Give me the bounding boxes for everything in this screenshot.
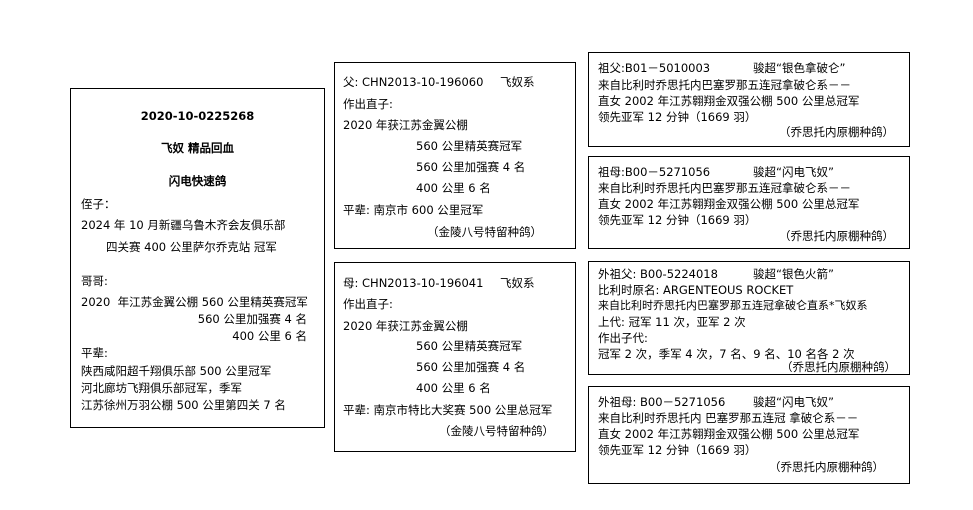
info-line: 直女 2002 年江苏翱翔金双强公棚 500 公里总冠军 <box>598 94 860 108</box>
info-line: 直女 2002 年江苏翱翔金双强公棚 500 公里总冠军 <box>598 197 860 211</box>
info-line: 来自比利时乔思托内巴塞罗那五连冠拿破仑直系*飞奴系 <box>598 299 868 312</box>
ring: 外祖父: B00-5224018 <box>598 267 718 281</box>
sibling-line: 河北廊坊飞翔俱乐部冠军，季军 <box>81 381 242 395</box>
father-ring: 父: CHN2013-10-196060 <box>343 75 484 89</box>
nephew-label: 侄子： <box>81 197 116 211</box>
name: 骏超“银色拿破仑” <box>753 61 846 75</box>
subtitle: 飞奴 精品回血 <box>160 141 234 155</box>
ring-number: 2020-10-0225268 <box>140 109 255 123</box>
maternal-grandmother-card: 外祖母: B00－5271056 骏超“闪电飞奴” 来自比利时乔思托内 巴塞罗那… <box>588 386 910 484</box>
produced-label: 作出直子: <box>343 297 393 311</box>
ring: 祖父:B01－5010003 <box>598 61 711 75</box>
father-line: 飞奴系 <box>500 75 535 89</box>
info-line: 作出子代: <box>598 331 648 345</box>
info-line: 来自比利时乔思托内 巴塞罗那五连冠 拿破仑系－－ <box>598 411 859 425</box>
mother-card: 母: CHN2013-10-196041 飞奴系 作出直子: 2020 年获江苏… <box>334 262 576 452</box>
info-line: 冠军 2 次，季军 4 次，7 名、9 名、10 名各 2 次 <box>598 347 855 361</box>
result-line: 560 公里精英赛冠军 <box>416 339 523 353</box>
father-card: 父: CHN2013-10-196060 飞奴系 作出直子: 2020 年获江苏… <box>334 62 576 249</box>
name: 骏超“闪电飞奴” <box>753 395 834 409</box>
nephew-line: 2024 年 10 月新疆乌鲁木齐会友俱乐部 <box>81 218 286 232</box>
name: 骏超“银色火箭” <box>753 267 834 281</box>
result-line: 560 公里加强赛 4 名 <box>416 160 526 174</box>
brother-line: 2020 年江苏金翼公棚 560 公里精英赛冠军 <box>81 295 308 309</box>
info-line: 直女 2002 年江苏翱翔金双强公棚 500 公里总冠军 <box>598 427 860 441</box>
result-line: 2020 年获江苏金翼公棚 <box>343 118 468 132</box>
info-line: 领先亚军 12 分钟（1669 羽） <box>598 110 757 124</box>
result-line: 560 公里加强赛 4 名 <box>416 360 526 374</box>
sibling-line: 陕西咸阳超千翔俱乐部 500 公里冠军 <box>81 364 272 378</box>
result-line: 560 公里精英赛冠军 <box>416 139 523 153</box>
title: 闪电快速鸽 <box>168 174 227 188</box>
produced-label: 作出直子: <box>343 97 393 111</box>
info-line: 来自比利时乔思托内巴塞罗那五连冠拿破仑系－－ <box>598 78 851 92</box>
brother-line: 400 公里 6 名 <box>232 329 307 343</box>
info-line: 上代: 冠军 11 次，亚军 2 次 <box>598 315 746 329</box>
note: （乔思托内原棚种鸽） <box>779 229 894 243</box>
sibling-line: 平辈: 南京市 600 公里冠军 <box>343 203 484 217</box>
note: （金陵八号特留种鸽） <box>439 424 554 438</box>
info-line: 领先亚军 12 分钟（1669 羽） <box>598 213 757 227</box>
result-line: 2020 年获江苏金翼公棚 <box>343 319 468 333</box>
mother-ring: 母: CHN2013-10-196041 <box>343 276 484 290</box>
info-line: 来自比利时乔思托内巴塞罗那五连冠拿破仑系－－ <box>598 181 851 195</box>
sibling-label: 平辈: <box>81 346 108 360</box>
info-line: 领先亚军 12 分钟（1669 羽） <box>598 443 757 457</box>
info-line: 比利时原名: ARGENTEOUS ROCKET <box>598 283 794 297</box>
note: （金陵八号特留种鸽） <box>427 225 542 239</box>
note: （乔思托内原棚种鸽） <box>779 125 894 139</box>
sibling-line: 平辈: 南京市特比大奖赛 500 公里总冠军 <box>343 403 553 417</box>
note: （乔思托内原棚种鸽） <box>781 360 896 374</box>
brother-line: 560 公里加强赛 4 名 <box>197 312 307 326</box>
sibling-line: 江苏徐州万羽公棚 500 公里第四关 7 名 <box>81 398 286 412</box>
ring: 外祖母: B00－5271056 <box>598 395 726 409</box>
result-line: 400 公里 6 名 <box>416 181 491 195</box>
nephew-line: 四关赛 400 公里萨尔乔克站 冠军 <box>106 240 277 254</box>
ring: 祖母:B00－5271056 <box>598 165 711 179</box>
grandmother-card: 祖母:B00－5271056 骏超“闪电飞奴” 来自比利时乔思托内巴塞罗那五连冠… <box>588 156 910 249</box>
grandfather-card: 祖父:B01－5010003 骏超“银色拿破仑” 来自比利时乔思托内巴塞罗那五连… <box>588 52 910 147</box>
result-line: 400 公里 6 名 <box>416 381 491 395</box>
maternal-grandfather-card: 外祖父: B00-5224018 骏超“银色火箭” 比利时原名: ARGENTE… <box>588 261 910 375</box>
mother-line: 飞奴系 <box>500 276 535 290</box>
name: 骏超“闪电飞奴” <box>753 165 834 179</box>
note: （乔思托内原棚种鸽） <box>769 460 884 474</box>
subject-card: 2020-10-0225268 飞奴 精品回血 闪电快速鸽 侄子： 2024 年… <box>70 88 325 428</box>
brother-label: 哥哥: <box>81 274 108 288</box>
